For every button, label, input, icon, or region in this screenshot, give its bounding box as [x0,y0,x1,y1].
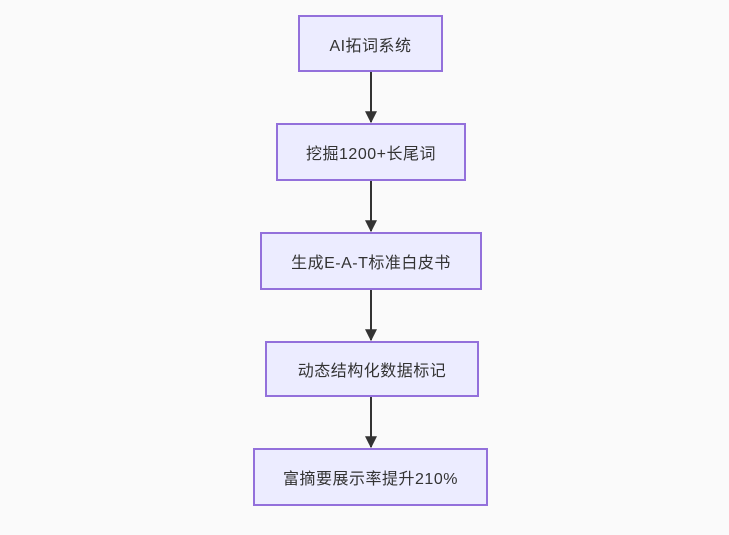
flow-node-longtail-mining: 挖掘1200+长尾词 [276,123,466,181]
flow-node-label: 动态结构化数据标记 [297,363,447,380]
flow-node-structured-data: 动态结构化数据标记 [265,341,479,397]
flow-node-rich-snippet-result: 富摘要展示率提升210% [253,448,488,506]
flow-node-eat-whitepaper: 生成E-A-T标准白皮书 [260,232,482,290]
flow-node-label: 生成E-A-T标准白皮书 [291,255,451,272]
flow-node-label: 挖掘1200+长尾词 [306,146,436,163]
flow-node-ai-word-system: AI拓词系统 [298,15,443,72]
flow-node-label: AI拓词系统 [329,37,412,55]
flow-node-label: 富摘要展示率提升210% [283,471,458,488]
